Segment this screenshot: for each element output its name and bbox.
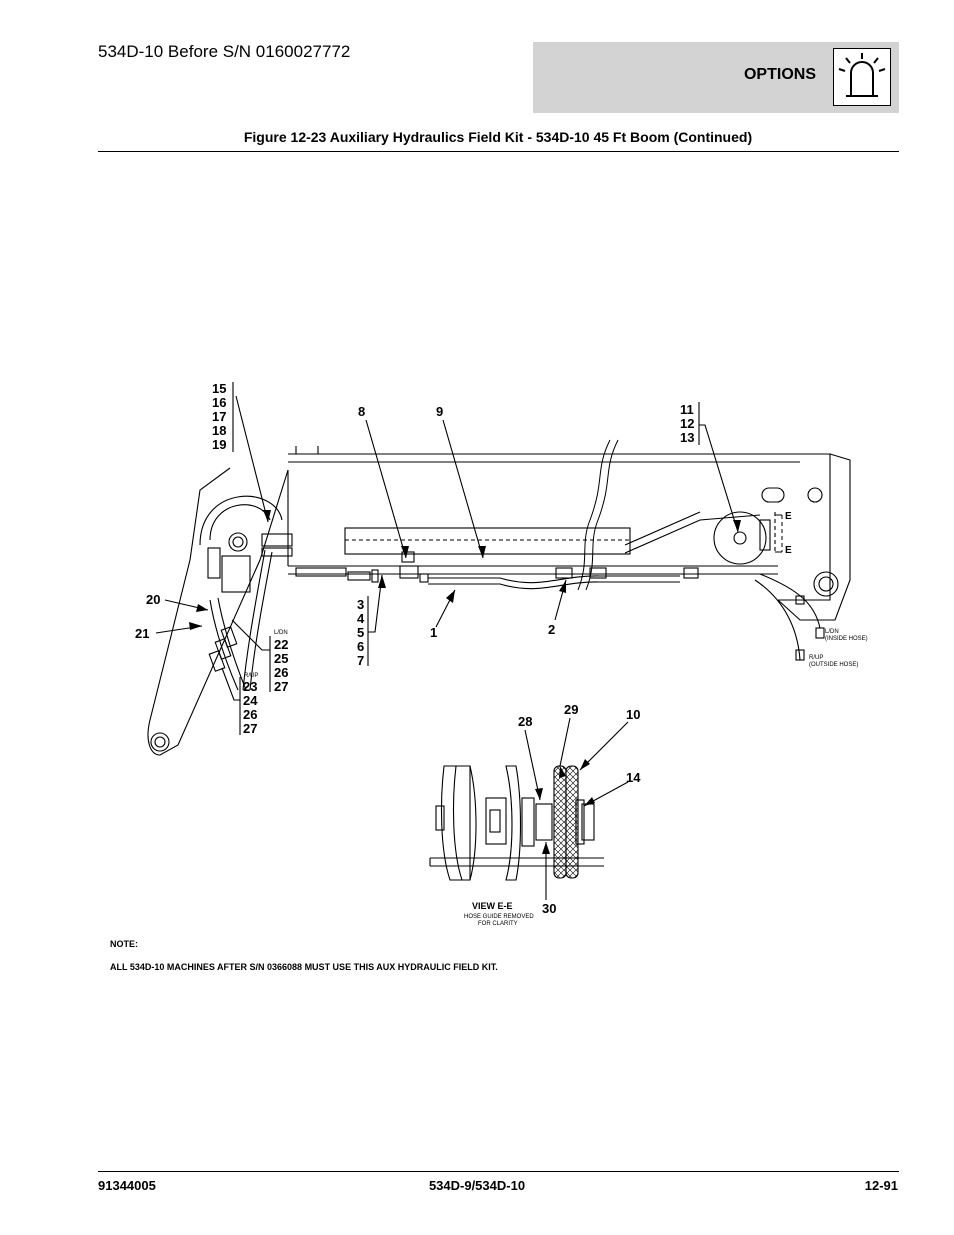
callout-7: 7 <box>357 653 364 668</box>
callout-6: 6 <box>357 639 364 654</box>
callout-21: 21 <box>135 626 149 641</box>
section-mark-top: E <box>785 511 792 522</box>
note-text: ALL 534D-10 MACHINES AFTER S/N 0366088 M… <box>110 962 498 972</box>
section-tab: OPTIONS <box>533 42 899 113</box>
callout-18: 18 <box>212 423 226 438</box>
rup-small-label: R/UP <box>244 673 258 679</box>
callout-16: 16 <box>212 395 226 410</box>
callout-29: 29 <box>564 702 578 717</box>
section-label: OPTIONS <box>743 66 816 83</box>
model-title: 534D-10 Before S/N 0160027772 <box>98 42 351 61</box>
callout-3: 3 <box>357 597 364 612</box>
view-title: VIEW E-E <box>472 901 513 911</box>
callout-4: 4 <box>357 611 365 626</box>
callout-19: 19 <box>212 437 226 452</box>
figure-title: Figure 12-23 Auxiliary Hydraulics Field … <box>243 129 753 145</box>
note-label: NOTE: <box>110 939 138 949</box>
callout-8: 8 <box>358 404 365 419</box>
callout-15: 15 <box>212 381 226 396</box>
callout-11: 11 <box>680 402 694 417</box>
ldn-inside-label: L/DN <box>825 629 839 635</box>
view-subtitle-1: HOSE GUIDE REMOVED <box>464 914 534 920</box>
page-number: 12-91 <box>864 1178 898 1193</box>
section-mark-bottom: E <box>785 545 792 556</box>
callout-22: 22 <box>274 637 288 652</box>
callout-17: 17 <box>212 409 226 424</box>
inside-hose-label: (INSIDE HOSE) <box>825 636 868 642</box>
callout-10: 10 <box>626 707 640 722</box>
callout-13: 13 <box>680 430 694 445</box>
ldn-small-label: L/DN <box>274 630 288 636</box>
doc-number: 91344005 <box>98 1178 156 1193</box>
callout-27a: 27 <box>274 679 288 694</box>
callout-23: 23 <box>243 679 257 694</box>
outside-hose-label: (OUTSIDE HOSE) <box>809 662 858 668</box>
callout-20: 20 <box>146 592 160 607</box>
callout-1: 1 <box>430 625 437 640</box>
callout-26a: 26 <box>274 665 288 680</box>
callout-26b: 26 <box>243 707 257 722</box>
callout-24: 24 <box>243 693 258 708</box>
beacon-light-icon <box>833 48 891 106</box>
callout-30: 30 <box>542 901 556 916</box>
callout-5: 5 <box>357 625 364 640</box>
model-list: 534D-9/534D-10 <box>428 1178 526 1193</box>
view-subtitle-2: FOR CLARITY <box>478 921 518 927</box>
callout-14: 14 <box>626 770 641 785</box>
header-divider <box>98 151 899 152</box>
rup-outside-label: R/UP <box>809 655 823 661</box>
callout-28: 28 <box>518 714 532 729</box>
callout-9: 9 <box>436 404 443 419</box>
callout-25: 25 <box>274 651 288 666</box>
callout-2: 2 <box>548 622 555 637</box>
callout-12: 12 <box>680 416 694 431</box>
footer-divider <box>98 1171 899 1172</box>
callout-27b: 27 <box>243 721 257 736</box>
